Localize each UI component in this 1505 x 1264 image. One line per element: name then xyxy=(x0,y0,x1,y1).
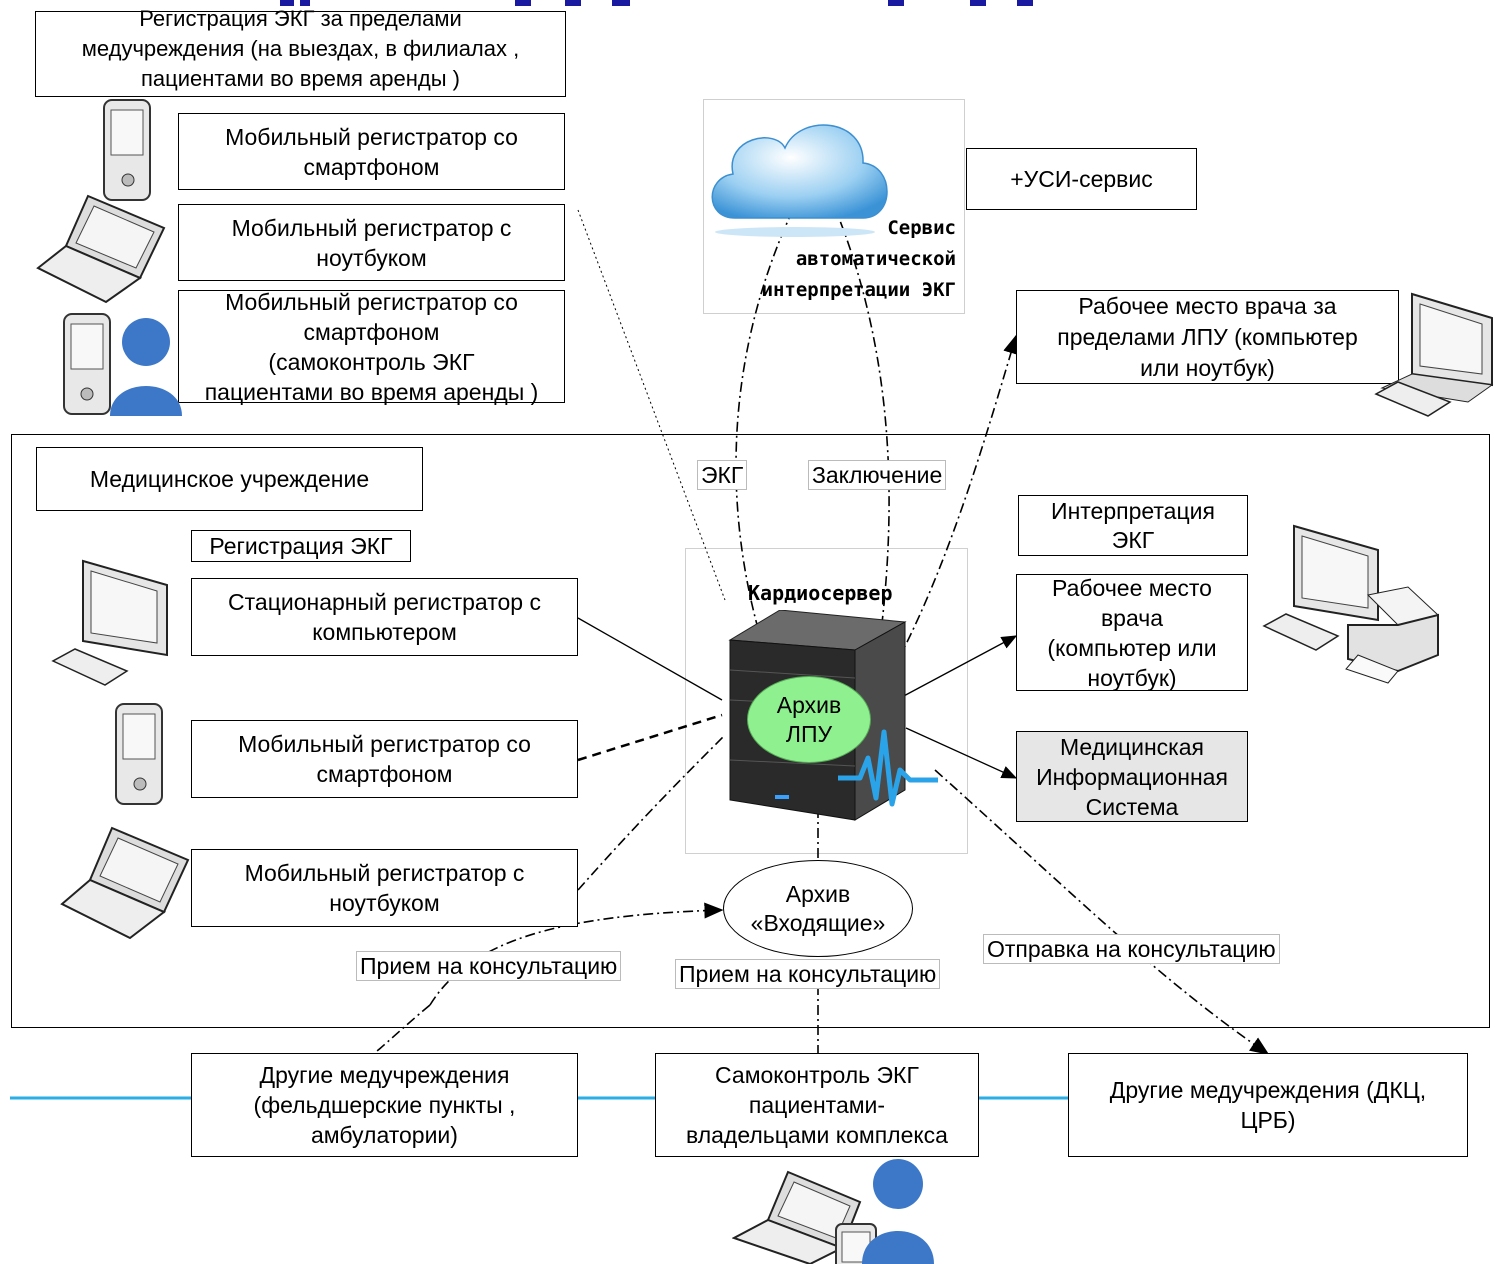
laptop-icon xyxy=(60,826,190,940)
cardioserver-label: Кардиосервер xyxy=(748,581,893,605)
registration-label: Регистрация ЭКГ xyxy=(191,530,411,562)
other-institutions-left-box: Другие медучреждения (фельдшерские пункт… xyxy=(191,1053,578,1157)
person-icon xyxy=(862,1159,934,1264)
line-top-smartphone-to-server xyxy=(577,209,726,601)
usi-service-box: +УСИ-сервис xyxy=(966,148,1197,210)
line-ekg-to-cloud xyxy=(735,183,806,669)
smartphone-icon xyxy=(63,313,111,415)
ext-self-control-box: Мобильный регистратор со смартфоном (сам… xyxy=(178,289,565,405)
cloud-service-caption: Сервис автоматической интерпретации ЭКГ xyxy=(761,217,956,301)
ecg-wave-icon xyxy=(838,729,938,807)
institution-frame xyxy=(11,434,1490,1028)
receive-consultation-left-label: Прием на консультацию xyxy=(356,951,622,981)
desktop-computer-icon xyxy=(1262,524,1379,651)
smartphone-icon xyxy=(115,703,163,805)
archive-lpu: Архив ЛПУ xyxy=(747,676,871,763)
interpretation-label: Интерпретация ЭКГ xyxy=(1018,495,1248,556)
person-icon xyxy=(110,318,182,416)
remote-workplace-box: Рабочее место врача за пределами ЛПУ (ко… xyxy=(1016,290,1399,384)
line-server-to-workplace xyxy=(899,635,1018,699)
external-registration-header: Регистрация ЭКГ за пределами медучрежден… xyxy=(35,6,566,97)
ext-mobile-smartphone-box: Мобильный регистратор со смартфоном xyxy=(178,113,565,190)
archive-incoming: Архив «Входящие» xyxy=(723,860,913,957)
line-server-to-mis xyxy=(905,727,1018,779)
line-server-to-remote xyxy=(897,334,1019,661)
self-control-owners-box: Самоконтроль ЭКГ пациентами- владельцами… xyxy=(655,1053,979,1157)
receive-consultation-center-label: Прием на консультацию xyxy=(675,959,941,989)
doctor-workplace-box: Рабочее место врача (компьютер или ноутб… xyxy=(1016,574,1248,691)
printer-icon xyxy=(1345,586,1440,684)
line-stationary-to-server xyxy=(577,617,723,701)
cloud-icon xyxy=(711,124,888,237)
institution-title: Медицинское учреждение xyxy=(36,447,423,511)
line-smartphone-to-server xyxy=(577,713,723,762)
ext-mobile-laptop-box: Мобильный регистратор с ноутбуком xyxy=(178,204,565,281)
institution-mobile-smartphone-box: Мобильный регистратор со смартфоном xyxy=(191,720,578,798)
smartphone-icon xyxy=(103,99,151,201)
other-institutions-right-box: Другие медучреждения (ДКЦ, ЦРБ) xyxy=(1068,1053,1468,1157)
laptop-icon xyxy=(36,194,166,304)
mis-box: Медицинская Информационная Система xyxy=(1016,731,1248,822)
conclusion-flow-label: Заключение xyxy=(808,460,947,490)
header-underline-decoration xyxy=(0,0,1505,8)
desktop-computer-icon xyxy=(1374,292,1494,417)
send-consultation-label: Отправка на консультацию xyxy=(983,934,1280,964)
line-receive-left-down xyxy=(371,1004,431,1056)
stationary-registrator-box: Стационарный регистратор с компьютером xyxy=(191,578,578,656)
line-receive-left xyxy=(429,902,724,1006)
line-send-consult xyxy=(934,769,1270,1055)
ekg-flow-label: ЭКГ xyxy=(697,460,748,490)
desktop-computer-icon xyxy=(51,559,168,686)
institution-mobile-laptop-box: Мобильный регистратор с ноутбуком xyxy=(191,849,578,927)
line-laptop-to-server xyxy=(577,734,726,891)
